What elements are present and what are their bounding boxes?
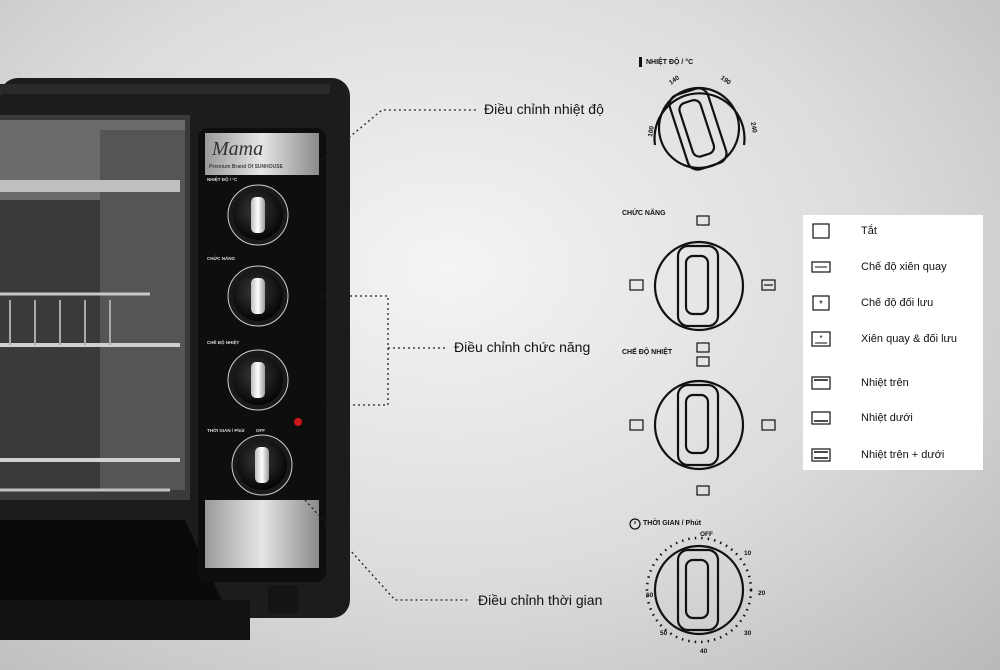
heat-dial-label: CHẾ ĐỘ NHIỆT	[622, 349, 673, 356]
function-legend: Tắt Chế độ xiên quay * Chế độ đối lưu * …	[803, 215, 983, 470]
legend-item: * Chế độ đối lưu	[803, 292, 983, 316]
timer-tick: 20	[758, 590, 766, 597]
legend-label: Nhiệt dưới	[861, 412, 913, 424]
panel-knob-timer	[231, 434, 293, 496]
function-mode-icons	[629, 215, 776, 353]
square-off-icon	[812, 223, 830, 239]
legend-label: Tắt	[861, 225, 877, 237]
timer-tick: 40	[700, 648, 708, 655]
detail-knob-temp	[653, 86, 746, 171]
temp-dial-label: NHIỆT ĐỘ / °C	[646, 59, 694, 66]
convection-fan-icon: *	[812, 295, 830, 311]
legend-label: Chế độ xiên quay	[861, 261, 947, 273]
brand-tagline: Premium Brand Of SUNHOUSE	[209, 164, 283, 170]
legend-label: Nhiệt trên + dưới	[861, 449, 945, 461]
timer-tick: 30	[744, 630, 752, 637]
rotisserie-convection-icon: *	[811, 331, 831, 347]
detail-knob-heat	[653, 379, 745, 471]
legend-item: Chế độ xiên quay	[803, 256, 983, 280]
legend-item: * Xiên quay & đối lưu	[803, 328, 983, 352]
clock-icon	[629, 518, 641, 530]
bottom-heat-icon	[811, 411, 831, 425]
legend-item: Nhiệt trên	[803, 372, 983, 396]
legend-label: Nhiệt trên	[861, 377, 909, 389]
heat-mode-icons	[629, 356, 776, 496]
callout-connectors	[304, 109, 476, 601]
timer-dial-label: THỜI GIAN / Phút	[643, 520, 702, 527]
thermometer-icon	[639, 57, 642, 67]
legend-item: Nhiệt trên + dưới	[803, 444, 983, 468]
panel-knob-heat	[227, 349, 289, 411]
detail-knob-timer	[645, 536, 753, 644]
timer-tick: 60	[646, 592, 654, 599]
legend-label: Chế độ đối lưu	[861, 297, 934, 309]
function-dial-label: CHỨC NĂNG	[622, 210, 666, 217]
timer-tick: OFF	[700, 531, 713, 538]
power-indicator-light	[294, 418, 302, 426]
legend-label: Xiên quay & đối lưu	[861, 333, 958, 345]
rotisserie-icon	[811, 261, 831, 273]
svg-text:*: *	[819, 299, 823, 310]
detail-knob-function	[653, 240, 745, 332]
brand-logo: Mama	[212, 138, 264, 160]
svg-text:*: *	[819, 334, 822, 343]
panel-heat-label: CHẾ ĐỘ NHIỆT	[207, 340, 240, 345]
panel-func-label: CHỨC NĂNG	[207, 256, 235, 261]
callout-function: Điều chỉnh chức năng	[454, 339, 591, 355]
panel-temp-label: NHIỆT ĐỘ / °C	[207, 177, 238, 182]
timer-tick: 10	[744, 550, 752, 557]
legend-item: Nhiệt dưới	[803, 407, 983, 431]
panel-off-label: OFF	[256, 428, 265, 433]
panel-knob-temp	[227, 184, 289, 246]
panel-timer-label: THỜI GIAN / Phút	[207, 428, 245, 433]
top-heat-icon	[811, 376, 831, 390]
timer-tick: 50	[660, 630, 668, 637]
callout-timer: Điều chỉnh thời gian	[478, 592, 603, 608]
top-bottom-heat-icon	[811, 448, 831, 462]
brand-plate	[205, 133, 319, 175]
legend-item: Tắt	[803, 220, 983, 244]
panel-knob-function	[227, 265, 289, 327]
callout-temperature: Điều chỉnh nhiệt độ	[484, 101, 604, 117]
